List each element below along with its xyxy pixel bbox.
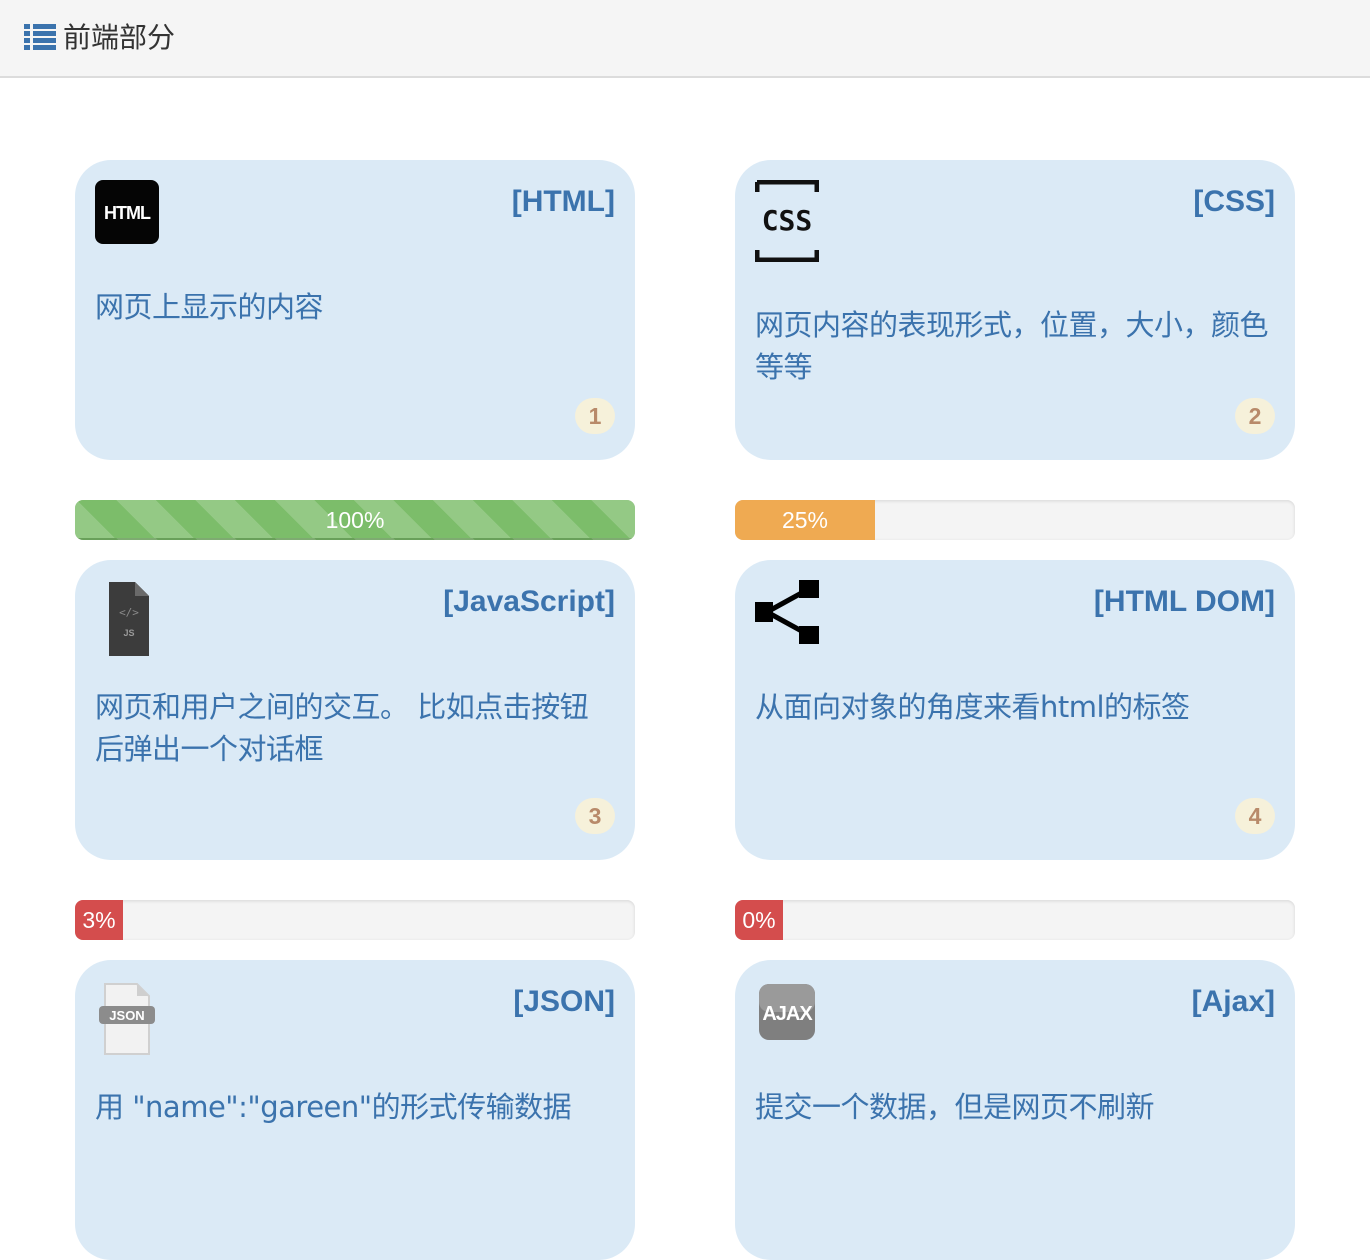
progress-bar-fill: 0%: [735, 900, 783, 940]
css-logo-icon: CSS: [755, 180, 819, 262]
page-header: 前端部分: [0, 0, 1370, 78]
html-logo-text: HTML: [104, 203, 151, 223]
card-tag: [HTML DOM]: [1093, 585, 1275, 618]
card-description: 提交一个数据，但是网页不刷新: [755, 1090, 1155, 1124]
card-html-dom[interactable]: [HTML DOM] 从面向对象的角度来看html的标签 4: [735, 560, 1295, 860]
card-description: 用 "name":"gareen"的形式传输数据: [95, 1090, 572, 1124]
card-tag: [HTML]: [511, 185, 615, 218]
card-description: 网页上显示的内容: [95, 290, 324, 324]
card-json[interactable]: JSON [JSON] 用 "name":"gareen"的形式传输数据: [75, 960, 635, 1260]
css-logo-text: CSS: [762, 204, 813, 237]
card-number-badge: 4: [1235, 798, 1275, 834]
ajax-logo-icon: AJAX: [759, 984, 815, 1040]
card-tag: [JavaScript]: [443, 585, 615, 618]
card-tag: [JSON]: [513, 985, 615, 1018]
progress-javascript: 3%: [75, 900, 635, 940]
progress-html: 100%: [75, 500, 635, 540]
js-file-icon: </> JS: [109, 582, 149, 656]
card-number-badge: 2: [1235, 398, 1275, 434]
card-description: 网页内容的表现形式，位置，大小，颜色等等: [755, 308, 1269, 384]
progress-html-dom: 0%: [735, 900, 1295, 940]
card-tag: [CSS]: [1193, 185, 1275, 218]
json-file-icon: JSON: [99, 983, 155, 1055]
card-number-badge: 1: [575, 398, 615, 434]
card-description: 网页和用户之间的交互。 比如点击按钮后弹出一个对话框: [95, 690, 589, 766]
json-file-text: JSON: [109, 1008, 144, 1023]
progress-bar-fill: 25%: [735, 500, 875, 540]
card-number-badge: 3: [575, 798, 615, 834]
progress-bar-fill: 3%: [75, 900, 123, 940]
card-css[interactable]: CSS [CSS] 网页内容的表现形式，位置，大小，颜色等等: [735, 160, 1295, 460]
card-javascript[interactable]: </> JS [JavaScript] 网页和用户之间的交互。 比如点击按钮后弹…: [75, 560, 635, 860]
js-file-text: JS: [123, 628, 134, 638]
progress-css: 25%: [735, 500, 1295, 540]
list-icon: [24, 24, 56, 50]
ajax-logo-text: AJAX: [762, 1003, 813, 1025]
progress-bar-fill: 100%: [75, 500, 635, 540]
svg-text:</>: </>: [119, 606, 139, 619]
card-html[interactable]: HTML [HTML] 网页上显示的内容: [75, 160, 635, 460]
card-tag: [Ajax]: [1191, 985, 1275, 1018]
card-description: 从面向对象的角度来看html的标签: [755, 690, 1190, 724]
card-ajax[interactable]: AJAX [Ajax] 提交一个数据，但是网页不刷新: [735, 960, 1295, 1260]
share-tree-icon: [755, 580, 819, 644]
page-title: 前端部分: [63, 21, 176, 54]
html-logo-icon: HTML: [95, 180, 159, 244]
